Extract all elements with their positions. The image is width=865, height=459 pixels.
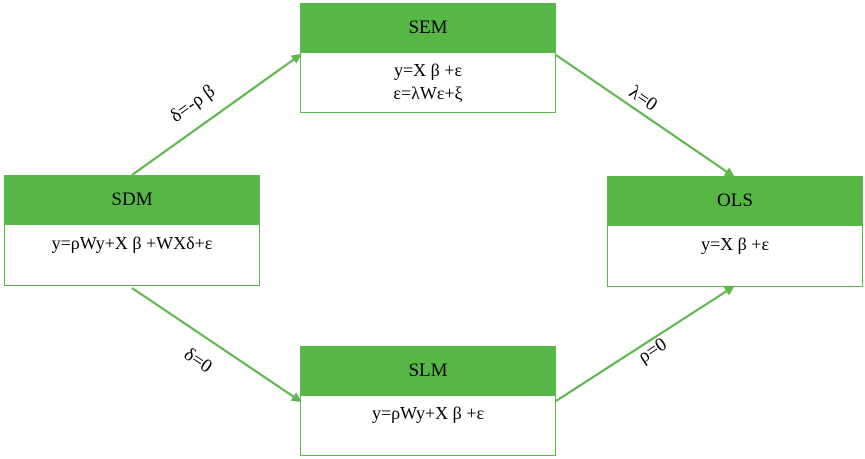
sem-body: y=X β +ε ε=λWε+ξ (301, 53, 555, 111)
sdm-equation: y=ρWy+X β +WXδ+ε (51, 233, 213, 253)
sem-equation-1: y=X β +ε (393, 60, 463, 80)
sem-equation-2: ε=λWε+ξ (393, 83, 463, 103)
sdm-title: SDM (5, 176, 259, 225)
ols-title: OLS (608, 177, 862, 226)
slm-body: y=ρWy+X β +ε (301, 396, 555, 454)
sdm-body: y=ρWy+X β +WXδ+ε (5, 225, 259, 284)
ols-equation: y=X β +ε (700, 234, 770, 254)
arrow-sdm-to-slm (131, 287, 302, 403)
slm-title: SLM (301, 347, 555, 396)
slm-box: SLM y=ρWy+X β +ε (300, 346, 556, 456)
sem-box: SEM y=X β +ε ε=λWε+ξ (300, 3, 556, 113)
arrow-slm-to-ols (555, 285, 735, 402)
ols-body: y=X β +ε (608, 226, 862, 285)
ols-box: OLS y=X β +ε (607, 176, 863, 287)
sdm-box: SDM y=ρWy+X β +WXδ+ε (4, 175, 260, 286)
arrow-sdm-to-sem (131, 53, 302, 176)
slm-equation: y=ρWy+X β +ε (371, 403, 485, 423)
arrow-sem-to-ols (555, 54, 735, 178)
sem-title: SEM (301, 4, 555, 53)
